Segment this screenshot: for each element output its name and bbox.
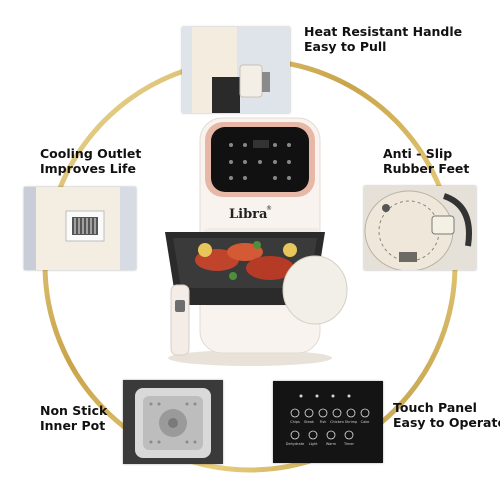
svg-text:Cake: Cake: [361, 420, 370, 424]
svg-text:Chips: Chips: [290, 420, 300, 424]
inner-pot-image: [123, 380, 223, 464]
brand-registered-mark: ®: [266, 205, 272, 212]
caption-feet: Anti - Slip Rubber Feet: [383, 146, 470, 176]
svg-text:Timer: Timer: [343, 442, 355, 446]
svg-text:Steak: Steak: [304, 420, 315, 424]
svg-text:Fish: Fish: [320, 420, 327, 424]
rubber-feet-image: [364, 186, 476, 270]
svg-text:Shrimp: Shrimp: [345, 420, 358, 424]
caption-handle: Heat Resistant Handle Easy to Pull: [304, 24, 463, 54]
svg-text:Warm: Warm: [326, 442, 337, 446]
caption-touch: Touch Panel Easy to Operate: [393, 400, 500, 430]
cooling-outlet-image: [24, 187, 136, 270]
svg-text:Chicken: Chicken: [330, 420, 344, 424]
caption-cooling: Cooling Outlet Improves Life: [40, 146, 142, 176]
svg-text:Dehydrate: Dehydrate: [286, 442, 304, 446]
air-fryer-product: Libra ®: [145, 100, 350, 370]
svg-text:Light: Light: [309, 442, 318, 446]
brand-logo: Libra: [229, 207, 268, 222]
handle-image: [182, 27, 290, 113]
caption-pot: Non Stick Inner Pot: [40, 403, 108, 433]
